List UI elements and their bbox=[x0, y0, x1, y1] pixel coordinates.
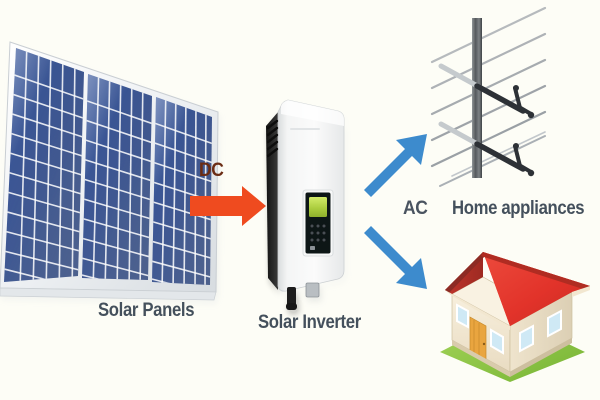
label-solar-inverter: Solar Inverter bbox=[258, 312, 361, 333]
label-home-appliances: Home appliances bbox=[452, 198, 585, 219]
ac-arrow-house-shape[interactable] bbox=[364, 226, 427, 289]
dc-arrow-shape[interactable] bbox=[190, 186, 266, 226]
label-ac: AC bbox=[403, 198, 428, 219]
ac-arrow-grid-shape[interactable] bbox=[364, 134, 427, 197]
label-dc: DC bbox=[199, 160, 224, 181]
label-solar-panels: Solar Panels bbox=[98, 300, 195, 321]
